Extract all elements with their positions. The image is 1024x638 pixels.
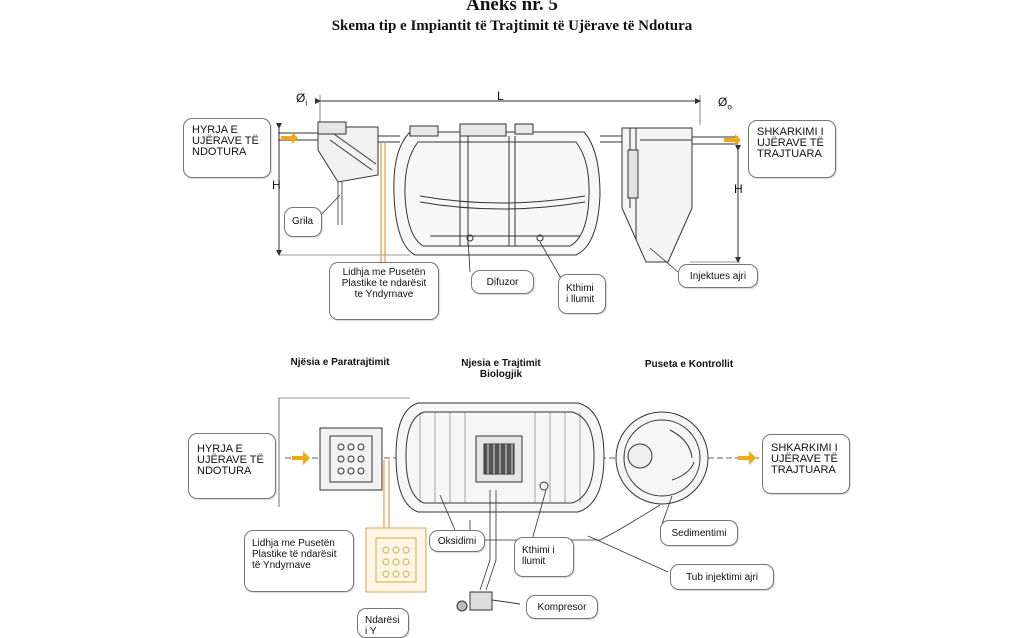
length-label: L — [497, 89, 504, 103]
height-label-left: H — [272, 178, 281, 192]
pretreatment-heading: Njësia e Paratrajtimit — [290, 357, 390, 368]
grease-separator-callout: Ndarësi i Y — [357, 608, 409, 638]
grease-connection-callout-top: Lidhja me Pusetën Plastike te ndarësit t… — [329, 262, 439, 320]
control-well-plan — [615, 411, 709, 505]
bottom-plan-view — [278, 397, 760, 612]
difuzor-callout: Difuzor — [471, 270, 534, 294]
inlet-label-bottom: HYRJA E UJËRAVE TË NDOTURA — [188, 433, 276, 499]
document-subtitle: Skema tip e Impiantit të Trajtimit të Uj… — [331, 18, 693, 34]
outlet-arrow-bottom — [738, 451, 756, 465]
inlet-label-top: HYRJA E UJËRAVE TË NDOTURA — [183, 118, 271, 178]
outlet-arrow-top — [724, 134, 741, 146]
sludge-return-callout-bottom: Kthimi i llumit — [514, 537, 574, 577]
grila-callout: Grila — [284, 207, 322, 237]
pretreatment-unit-plan — [319, 427, 383, 491]
leader-injektues — [649, 247, 679, 273]
biological-tank-side — [393, 123, 601, 256]
grease-connection-callout-bottom: Lidhja me Pusetën Plastike të ndarësit t… — [244, 530, 354, 592]
oksidimi-callout: Oksidimi — [429, 530, 485, 552]
control-well-heading: Puseta e Kontrollit — [644, 359, 734, 370]
air-tube-callout: Tub injektimi ajri — [670, 564, 774, 590]
leader-difuzor — [467, 239, 471, 273]
height-label-right: H — [734, 182, 743, 196]
leader-kthimi-bottom — [531, 489, 547, 541]
air-tube-line — [469, 504, 661, 541]
compressor-icon — [456, 591, 521, 612]
grease-connection-lead-top — [380, 142, 386, 268]
screen-tank — [317, 121, 379, 225]
annex-title: Aneks nr. 5 — [466, 0, 558, 15]
kompresor-callout: Kompresor — [526, 595, 598, 619]
inlet-diameter-label: Øi — [296, 91, 308, 108]
sedimentimi-callout: Sedimentimi — [660, 520, 738, 546]
outlet-label-top: SHKARKIMI I UJËRAVE TË TRAJTUARA — [748, 120, 836, 178]
inlet-arrow-top — [281, 132, 298, 144]
biological-heading: Njesia e Trajtimit Biologjik — [461, 358, 541, 380]
outlet-diameter-label: Øo — [718, 95, 732, 112]
biological-tank-plan — [395, 402, 605, 513]
leader-tub — [587, 535, 669, 573]
leader-oksidimi — [439, 494, 456, 531]
leader-sedimentimi — [661, 495, 673, 525]
inlet-arrow-bottom — [292, 451, 310, 465]
clarifier-tank — [621, 127, 693, 263]
outlet-label-bottom: SHKARKIMI I UJËRAVE TË TRAJTUARA — [762, 434, 850, 494]
air-injector-callout: Injektues ajri — [678, 264, 758, 288]
grease-separator-plan — [365, 460, 427, 593]
leader-kthimi-top — [539, 241, 563, 281]
sludge-return-callout-top: Kthimi i llumit — [558, 274, 606, 314]
top-section-view — [276, 95, 741, 281]
